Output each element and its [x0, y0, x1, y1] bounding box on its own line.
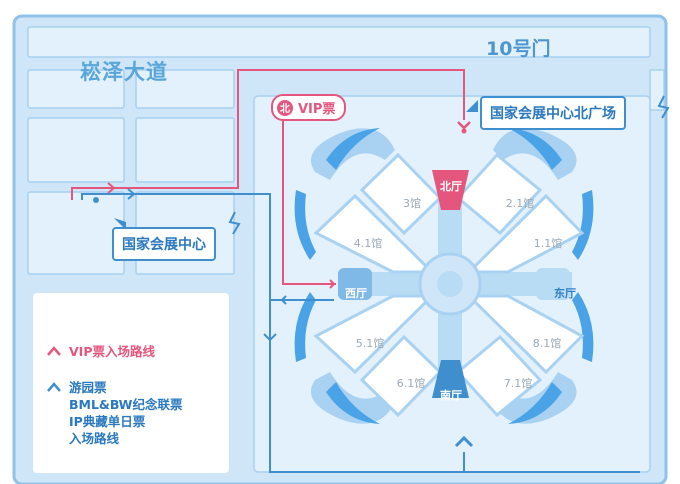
route-arrow-icon [280, 295, 287, 305]
hall-2-1 [455, 152, 543, 236]
south-hall-label: 南厅 [440, 389, 462, 402]
legend-general-line: 入场路线 [69, 431, 120, 446]
gate-label: 10号门 [486, 38, 551, 60]
north-callout-tail [466, 100, 478, 112]
hall-label: 8.1馆 [532, 337, 562, 350]
hall-label: 4.1馆 [353, 237, 383, 250]
route-legend: VIP票入场路线 游园票 BML&BW纪念联票 IP典藏单日票 入场路线 [33, 293, 229, 473]
vip-badge-label: VIP票 [298, 102, 336, 117]
hall-blocks [313, 152, 585, 418]
east-hall-shape [536, 268, 570, 300]
west-hall-shape [338, 268, 372, 300]
legend-general-line: 游园票 [69, 380, 107, 395]
top-road-band [27, 26, 651, 58]
north-plaza-callout: 国家会展中心北广场 [480, 96, 626, 130]
east-hall-label: 东厅 [554, 287, 576, 300]
vip-chevron-icon [457, 121, 471, 130]
west-hall-label: 西厅 [345, 287, 367, 300]
legend-vip-label: VIP票入场路线 [69, 344, 155, 359]
vip-chevron-icon [47, 346, 61, 356]
hall-label: 2.1馆 [505, 197, 535, 210]
hall-label: 5.1馆 [355, 337, 385, 350]
vip-ticket-badge: 北 VIP票 [271, 94, 347, 121]
legend-general-line: BML&BW纪念联票 [69, 397, 183, 412]
north-hall-shape [432, 170, 469, 210]
hall-7-1 [455, 334, 543, 418]
hall-label: 1.1馆 [533, 237, 563, 250]
road-name: 崧泽大道 [80, 60, 168, 84]
legend-general-text: 游园票 BML&BW纪念联票 IP典藏单日票 入场路线 [69, 379, 182, 447]
legend-vip-row: VIP票入场路线 [47, 343, 155, 360]
venue-outer-arcs [310, 128, 577, 424]
center-callout: 国家会展中心 [112, 227, 216, 261]
legend-general-line: IP典藏单日票 [69, 414, 146, 429]
hall-label: 7.1馆 [503, 377, 533, 390]
general-route-line [81, 193, 640, 473]
spark-icon [228, 95, 670, 235]
vip-route-branch [282, 120, 336, 285]
general-chevron-icon [454, 435, 474, 448]
vip-route-line [71, 69, 465, 200]
hall-label: 6.1馆 [396, 377, 426, 390]
north-hall-label: 北厅 [440, 180, 462, 193]
venue-corner-fins [294, 128, 594, 424]
south-hall-shape [432, 360, 469, 398]
legend-general-row: 游园票 BML&BW纪念联票 IP典藏单日票 入场路线 [47, 379, 182, 447]
vip-north-icon: 北 [277, 99, 293, 116]
hall-label: 3馆 [403, 197, 421, 210]
general-chevron-icon [47, 382, 61, 392]
